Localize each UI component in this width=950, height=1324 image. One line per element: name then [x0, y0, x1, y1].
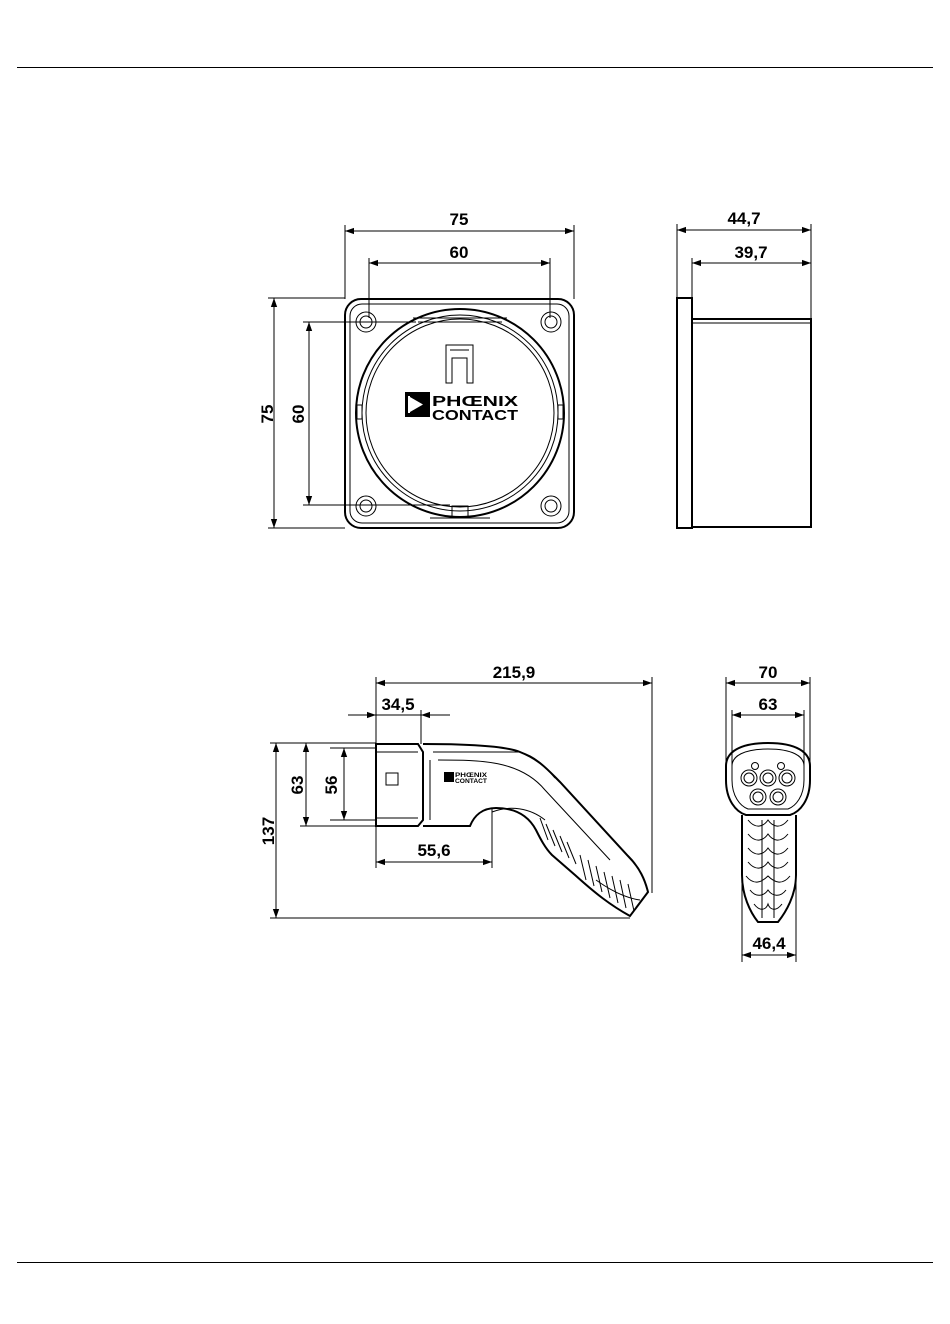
dim-plug-length: 215,9: [493, 663, 536, 682]
dim-socket-width-inner: 60: [450, 243, 469, 262]
logo-text-line2: CONTACT: [432, 407, 518, 424]
phoenix-contact-logo: PHŒNIX CONTACT: [405, 392, 518, 424]
dim-plug-head-outer: 63: [288, 776, 307, 795]
dim-plug-head-inner: 56: [322, 776, 341, 795]
plug-side-view: PHŒNIX CONTACT 215,9 34,5 137 63 56 55,6: [259, 663, 652, 918]
socket-side-view: 44,7 39,7: [677, 209, 811, 528]
dim-socket-height-inner: 60: [289, 405, 308, 424]
dim-socket-width-outer: 75: [450, 210, 469, 229]
dim-cable-width: 46,4: [752, 934, 786, 953]
socket-front-view: PHŒNIX CONTACT 75 60 75 60: [258, 210, 574, 528]
cable-boot: [742, 815, 796, 922]
dim-socket-height-outer: 75: [258, 405, 277, 424]
dim-plug-front-width-inner: 63: [759, 695, 778, 714]
plug-logo: PHŒNIX CONTACT: [444, 772, 488, 785]
grip-pattern: [492, 808, 640, 911]
dim-plug-front-width-outer: 70: [759, 663, 778, 682]
dim-plug-height-total: 137: [259, 817, 278, 845]
dim-plug-front-depth: 34,5: [381, 695, 414, 714]
plug-logo-line2: CONTACT: [455, 778, 487, 785]
dim-plug-grip-offset: 55,6: [417, 841, 450, 860]
dim-socket-depth-total: 44,7: [727, 209, 760, 228]
contact-pins: [741, 763, 795, 806]
plug-front-view: 70 63 46,4: [726, 663, 810, 962]
dim-socket-depth-body: 39,7: [734, 243, 767, 262]
